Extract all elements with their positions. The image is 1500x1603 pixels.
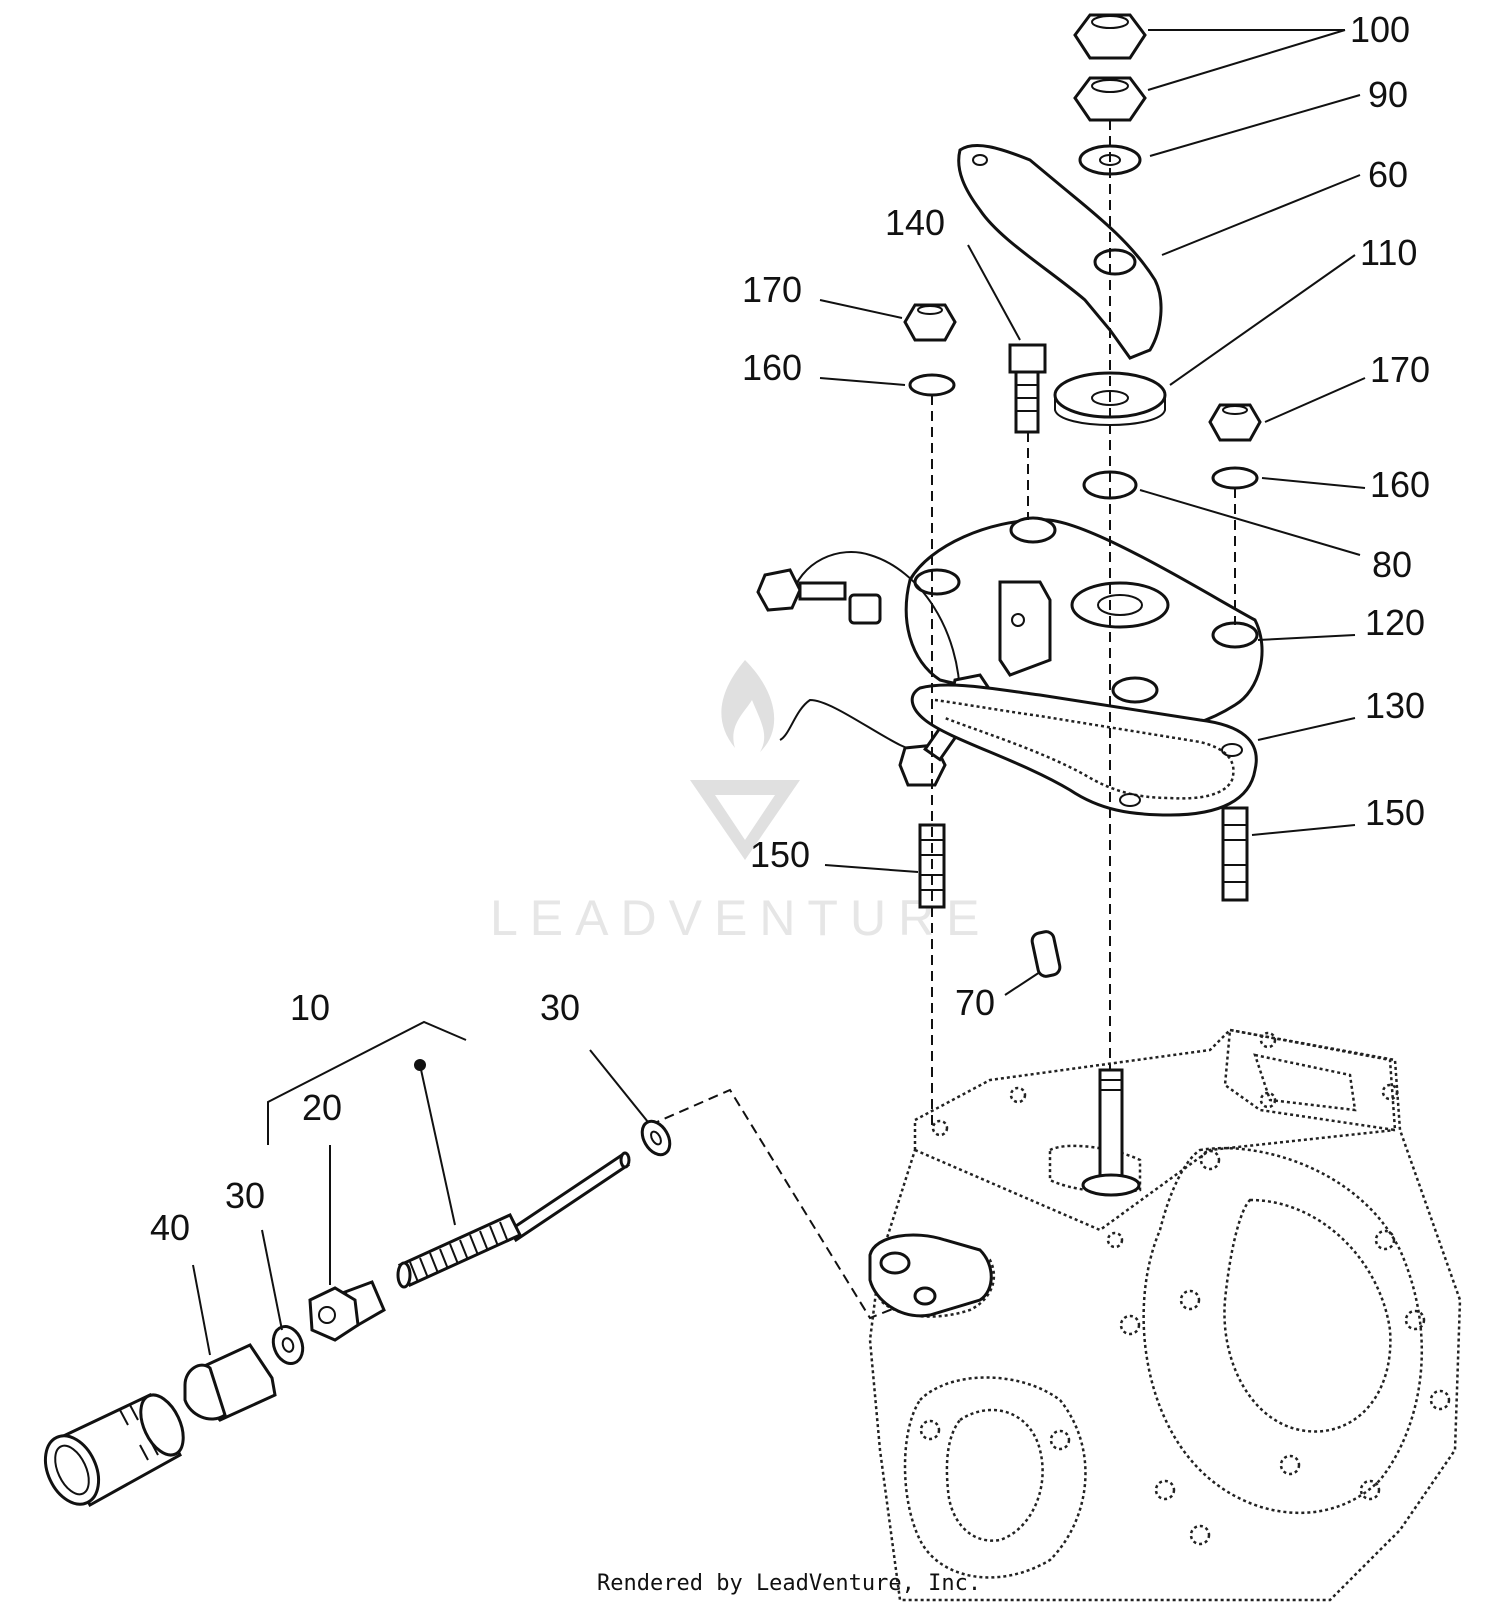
nut-100-lower <box>1073 76 1147 122</box>
callout-80: 80 <box>1372 544 1412 585</box>
callout-150-left: 150 <box>750 834 810 875</box>
bolt-140 <box>1008 343 1047 434</box>
callout-160-left: 160 <box>742 347 802 388</box>
callout-140: 140 <box>885 202 945 243</box>
callout-120: 120 <box>1365 602 1425 643</box>
spring <box>396 1213 523 1289</box>
cover-plate-120 <box>904 516 1264 733</box>
sleeve <box>43 1393 185 1508</box>
nut-100-upper <box>1073 13 1147 60</box>
callout-40: 40 <box>150 1207 190 1248</box>
callout-110: 110 <box>1360 232 1417 273</box>
governor-housing <box>868 1028 1462 1602</box>
callout-70: 70 <box>955 982 995 1023</box>
callout-170-right: 170 <box>1370 349 1430 390</box>
washer-30-right <box>640 1119 672 1157</box>
leadventure-watermark-logo <box>690 660 800 860</box>
spring-leader <box>419 1064 456 1226</box>
callout-150-right: 150 <box>1365 792 1425 833</box>
callout-30-right: 30 <box>540 987 580 1028</box>
callout-100: 100 <box>1350 9 1410 50</box>
callout-20: 20 <box>302 1087 342 1128</box>
hex-bolt-left <box>756 568 847 612</box>
nut-20 <box>308 1280 386 1342</box>
lock-washer-160-right <box>1211 466 1259 490</box>
stud-150-right <box>1221 806 1249 902</box>
nut-170-left <box>903 303 957 342</box>
callout-160-right: 160 <box>1370 464 1430 505</box>
hex-nut-small <box>848 593 882 625</box>
washer-30-left <box>271 1325 305 1365</box>
gasket-130 <box>910 683 1258 817</box>
lock-washer-160-left <box>908 373 956 397</box>
leader-lines <box>192 29 1366 1356</box>
callout-130: 130 <box>1365 685 1425 726</box>
callout-10: 10 <box>290 987 330 1028</box>
alignment-lines <box>649 120 1236 1320</box>
cap-nut-40 <box>183 1343 277 1422</box>
callout-170-left: 170 <box>742 269 802 310</box>
governor-shaft <box>1081 1068 1141 1197</box>
callout-60: 60 <box>1368 154 1408 195</box>
footer-credit: Rendered by LeadVenture, Inc. <box>597 1571 981 1596</box>
callout-30-left: 30 <box>225 1175 265 1216</box>
nut-170-right <box>1208 403 1262 442</box>
watermark-text: LEADVENTURE <box>490 890 992 946</box>
housing-boss <box>868 1233 993 1318</box>
callout-90: 90 <box>1368 74 1408 115</box>
adjuster-rod <box>507 1151 631 1243</box>
key-70 <box>1030 930 1062 978</box>
lever-arm-60 <box>957 143 1163 360</box>
bracket-10 <box>267 1020 467 1145</box>
